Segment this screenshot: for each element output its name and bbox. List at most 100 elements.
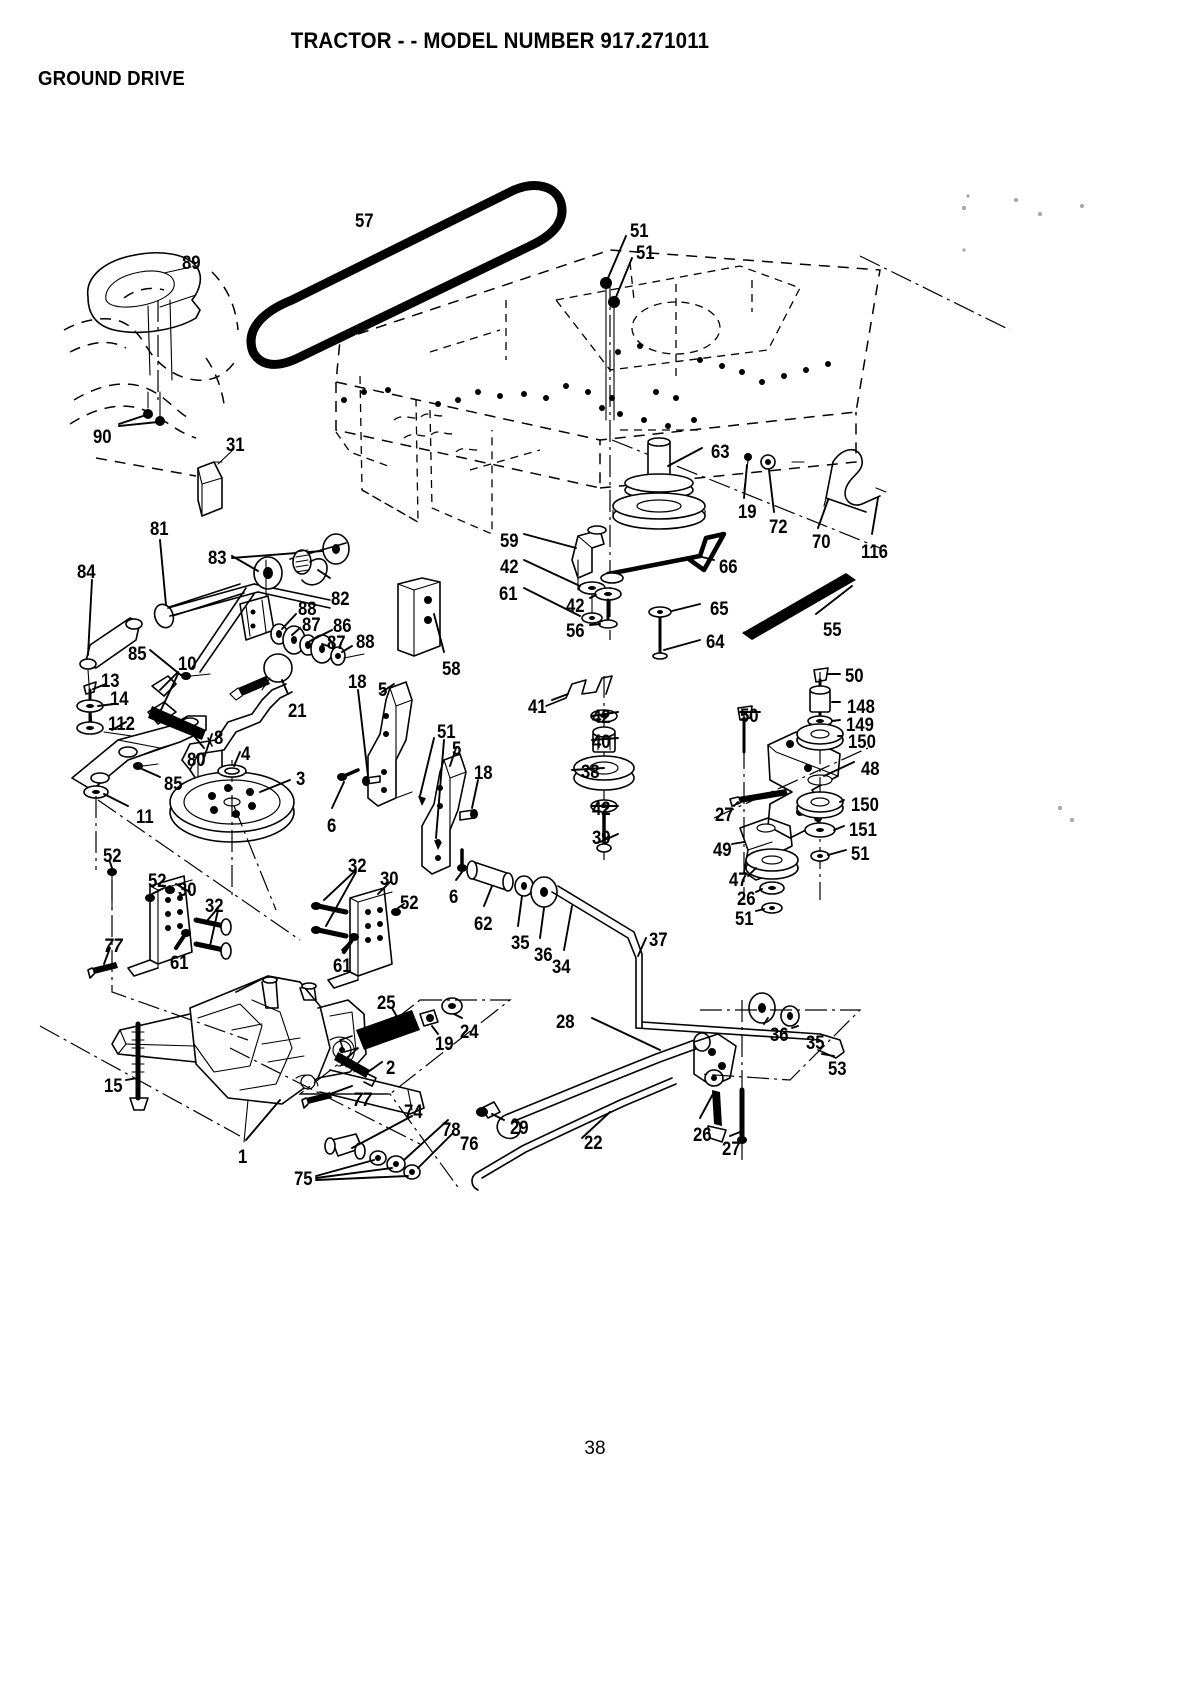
callout-25: 25	[377, 993, 396, 1014]
part-37-rod-lower	[636, 1022, 820, 1040]
part-18-pin-a	[358, 690, 380, 786]
part-18-pin-b	[460, 780, 478, 820]
part-81-rod	[151, 540, 244, 630]
part-11-washer	[84, 786, 300, 940]
callout-75: 75	[294, 1169, 313, 1190]
part-58-bracket	[398, 578, 444, 656]
callout-37: 37	[649, 930, 668, 951]
part-10-linkage	[148, 672, 206, 740]
callout-35: 35	[511, 933, 530, 954]
part-5-bracket-a	[368, 682, 412, 806]
part-56-bolt	[590, 600, 617, 628]
section-title: GROUND DRIVE	[38, 68, 185, 90]
part-52-pins-a	[107, 862, 248, 1040]
part-32-bolts-b	[311, 870, 356, 936]
callout-14: 14	[110, 689, 129, 710]
callout-42: 42	[566, 596, 585, 617]
callout-61: 61	[170, 953, 189, 974]
callout-90: 90	[93, 427, 112, 448]
callout-51: 51	[735, 909, 754, 930]
callout-35: 35	[806, 1033, 825, 1054]
part-1-transaxle	[40, 976, 424, 1144]
callout-40: 40	[592, 732, 611, 753]
callout-78: 78	[442, 1120, 461, 1141]
callout-18: 18	[348, 672, 367, 693]
callout-6: 6	[449, 887, 459, 908]
callout-3: 3	[296, 769, 306, 790]
part-64-bolt	[653, 618, 700, 659]
part-53-rod-end	[818, 1034, 844, 1058]
callout-52: 52	[103, 846, 122, 867]
part-89-cover	[88, 253, 201, 333]
part-51-nut-d	[756, 903, 782, 913]
callout-62: 62	[474, 914, 493, 935]
callout-82: 82	[331, 589, 350, 610]
callout-26: 26	[693, 1125, 712, 1146]
callout-83: 83	[208, 548, 227, 569]
part-66-rod	[601, 534, 724, 583]
part-52-pin-b	[391, 904, 404, 916]
part-74-rod-assembly	[300, 1094, 460, 1190]
callout-56: 56	[566, 621, 585, 642]
part-3-pulley	[170, 760, 294, 910]
parts-13-14-112	[77, 682, 132, 736]
part-51-nut-c	[811, 850, 846, 861]
callout-15: 15	[104, 1076, 123, 1097]
callout-8: 8	[214, 728, 224, 749]
part-34-rod	[552, 886, 646, 1028]
part-84-link	[80, 580, 142, 726]
callout-19: 19	[738, 502, 757, 523]
callout-61: 61	[499, 584, 518, 605]
callout-36: 36	[770, 1025, 789, 1046]
callout-47: 47	[729, 870, 748, 891]
callout-50: 50	[740, 706, 759, 727]
part-50-screw-b	[738, 706, 760, 752]
callout-24: 24	[460, 1022, 479, 1043]
callout-5: 5	[378, 680, 388, 701]
part-24-nut	[300, 998, 510, 1094]
part-36-bearing-a	[531, 877, 557, 938]
callout-22: 22	[584, 1133, 603, 1154]
part-77-pin-a	[88, 948, 118, 978]
callout-116: 116	[861, 542, 888, 563]
part-61-nut-a	[524, 588, 602, 623]
part-82-retainer	[302, 559, 330, 585]
callout-31: 31	[226, 435, 245, 456]
callout-11: 11	[136, 807, 154, 828]
callout-21: 21	[288, 701, 307, 722]
part-25-spring	[340, 1008, 420, 1052]
callout-41: 41	[528, 697, 547, 718]
callout-70: 70	[812, 532, 831, 553]
callout-27: 27	[722, 1139, 741, 1160]
callout-32: 32	[205, 896, 224, 917]
part-77-pin-b	[302, 1086, 352, 1108]
tractor-frame-dashed	[336, 250, 1010, 548]
part-41-rod	[546, 676, 612, 706]
callout-39: 39	[592, 828, 611, 849]
part-85-pin-a	[150, 650, 210, 680]
callout-27: 27	[715, 805, 734, 826]
part-61-pin-b	[176, 929, 191, 948]
callout-29: 29	[510, 1118, 529, 1139]
part-42-washer-a	[524, 560, 605, 594]
callout-52: 52	[148, 871, 167, 892]
part-27-pin	[730, 789, 788, 806]
part-42-washer-d	[591, 800, 618, 812]
callout-51: 51	[630, 221, 649, 242]
callout-85: 85	[128, 644, 147, 665]
callout-51: 51	[437, 722, 456, 743]
part-rod-long	[168, 584, 330, 672]
callout-30: 30	[380, 869, 399, 890]
part-26-washer	[756, 882, 784, 894]
callout-2: 2	[386, 1058, 396, 1079]
callout-64: 64	[706, 632, 725, 653]
drive-belt-57	[251, 186, 562, 365]
callout-4: 4	[241, 744, 251, 765]
callout-61: 61	[333, 956, 352, 977]
callout-86: 86	[333, 616, 352, 637]
part-47-pulley	[746, 849, 798, 879]
callout-57: 57	[355, 211, 374, 232]
page-title: TRACTOR - - MODEL NUMBER 917.271011	[290, 28, 710, 53]
